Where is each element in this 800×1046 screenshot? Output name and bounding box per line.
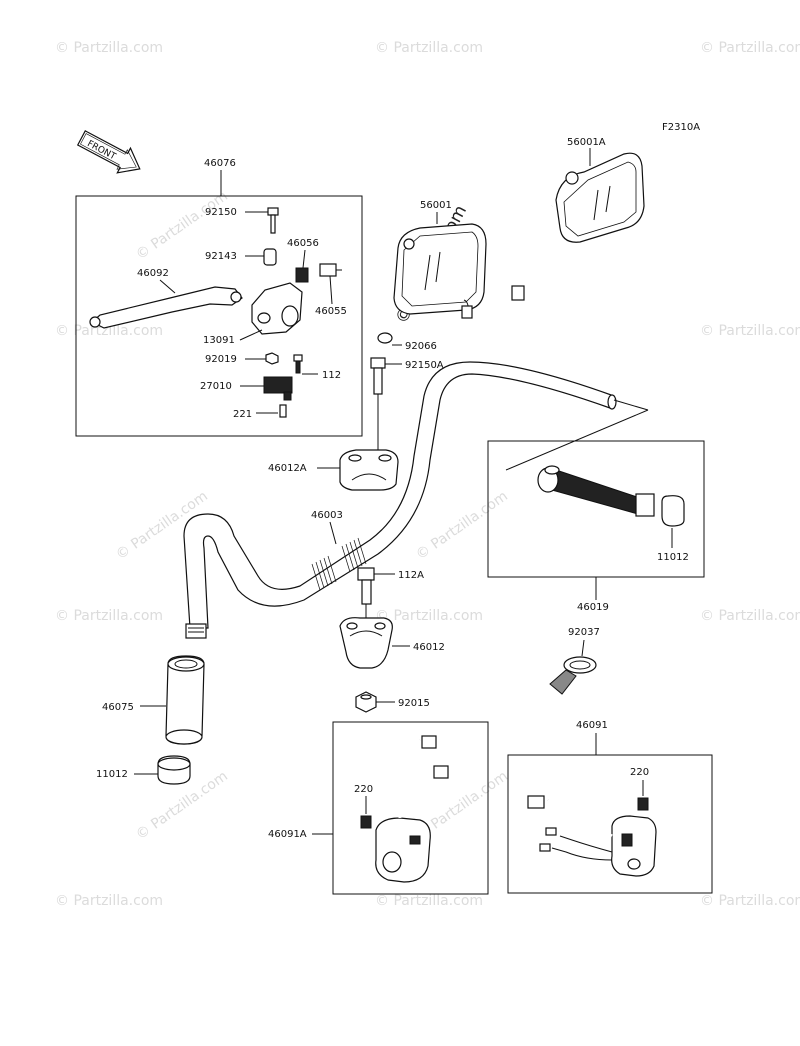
box-46019: 11012 46019: [487, 399, 705, 613]
watermark: © Partzilla.com: [700, 40, 800, 56]
nut-92019: [265, 352, 279, 365]
front-arrow-icon: FRONT: [76, 130, 141, 174]
bolt-92150A: [370, 357, 386, 369]
label-112A: 112A: [398, 570, 424, 581]
label-112: 112: [322, 370, 341, 381]
box-46091: 46091 220: [507, 720, 713, 894]
screw-221: [279, 404, 287, 418]
bolt-92150: [267, 207, 279, 216]
clamp-92037: [549, 656, 597, 695]
handlebar-46003: [183, 361, 617, 639]
watermark: © Partzilla.com: [375, 893, 483, 909]
label-92143: 92143: [205, 251, 237, 262]
screw-46055: [319, 263, 337, 277]
label-46075: 46075: [102, 702, 134, 713]
label-220-right: 220: [630, 767, 649, 778]
washer-92066: [377, 332, 393, 344]
mirror-56001A: 56001A: [511, 137, 645, 301]
switch-27010: [263, 376, 293, 394]
label-92015: 92015: [398, 698, 430, 709]
watermark: © Partzilla.com: [413, 488, 511, 563]
watermark: © Partzilla.com: [700, 893, 800, 909]
label-13091: 13091: [203, 335, 235, 346]
figure-code: F2310A: [662, 122, 700, 133]
label-92066: 92066: [405, 341, 437, 352]
label-11012-left: 11012: [96, 769, 128, 780]
watermark: © Partzilla.com: [55, 323, 163, 339]
screw-220-right: [637, 797, 649, 811]
label-92150A: 92150A: [405, 360, 444, 371]
screw-220-left: [360, 815, 372, 829]
label-56001A: 56001A: [567, 137, 606, 148]
watermark: © Partzilla.com: [700, 608, 800, 624]
label-92150: 92150: [205, 207, 237, 218]
mirror-56001: 56001: [393, 200, 487, 319]
box-46076: 46076 92150 92143 46056 46055 46092 1309…: [75, 158, 363, 437]
lever-46092: [90, 286, 243, 329]
cap-11012-right: [661, 495, 685, 527]
watermark: © Partzilla.com: [55, 893, 163, 909]
label-220-left: 220: [354, 784, 373, 795]
watermark: © Partzilla.com: [55, 608, 163, 624]
label-92037: 92037: [568, 627, 600, 638]
label-46076: 46076: [204, 158, 236, 169]
clamp-46012: [339, 617, 393, 669]
label-46055: 46055: [315, 306, 347, 317]
grip-46075: [165, 655, 205, 745]
label-46012A: 46012A: [268, 463, 307, 474]
box-46091A: 46091A 220: [268, 721, 489, 895]
watermark: © Partzilla.com: [55, 40, 163, 56]
watermark: © Partzilla.com: [375, 608, 483, 624]
switch-housing-46091: [611, 815, 657, 877]
watermark: © Partzilla.com: [375, 40, 483, 56]
label-92019: 92019: [205, 354, 237, 365]
label-221: 221: [233, 409, 252, 420]
clamp-46012A: [339, 449, 399, 491]
switch-housing-46091A: [375, 817, 431, 883]
label-46092: 46092: [137, 268, 169, 279]
label-27010: 27010: [200, 381, 232, 392]
label-46091A: 46091A: [268, 829, 307, 840]
label-46091: 46091: [576, 720, 608, 731]
label-46019: 46019: [577, 602, 609, 613]
label-11012-right: 11012: [657, 552, 689, 563]
watermark: © Partzilla.com: [700, 323, 800, 339]
label-46012: 46012: [413, 642, 445, 653]
label-56001: 56001: [420, 200, 452, 211]
screw-112: [293, 354, 303, 362]
label-46003: 46003: [311, 510, 343, 521]
bolt-112A: [357, 567, 375, 581]
label-46056: 46056: [287, 238, 319, 249]
collar-92143: [263, 248, 277, 266]
part-46056: [295, 267, 309, 283]
